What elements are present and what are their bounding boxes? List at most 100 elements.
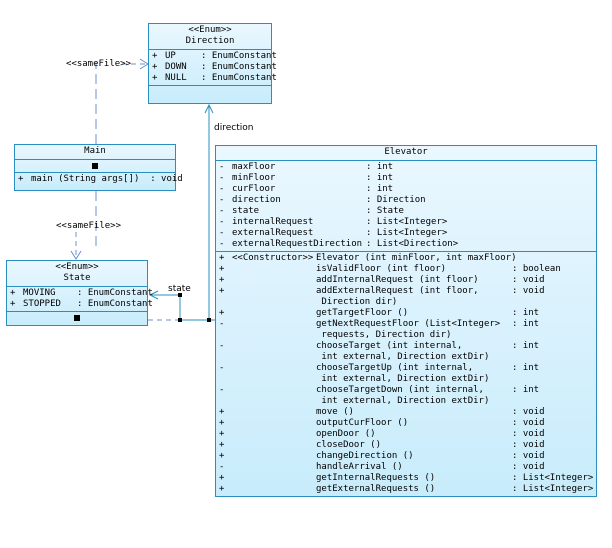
- direction-stereotype: <<Enum>>: [188, 25, 232, 35]
- visibility-marker: +: [219, 275, 225, 285]
- direction-literals: +UP: EnumConstant +DOWN: EnumConstant +N…: [149, 50, 277, 86]
- attribute-type: : int: [366, 173, 394, 183]
- attribute-type: : int: [366, 184, 394, 194]
- enum-literal: +NULL: EnumConstant: [152, 73, 277, 83]
- method-return-type: : void: [512, 451, 545, 461]
- elevator-direction-label: direction: [214, 123, 254, 133]
- anchor-handle[interactable]: [178, 318, 182, 322]
- method-row: + getExternalRequests () : List<Integer>: [216, 484, 596, 495]
- method-signature: chooseTarget (int internal,: [316, 341, 463, 351]
- visibility-marker: +: [219, 407, 225, 417]
- direction-class-box[interactable]: <<Enum>> Direction +UP: EnumConstant +DO…: [148, 23, 277, 104]
- attribute-name: state: [232, 206, 260, 216]
- method-signature: openDoor (): [316, 429, 376, 439]
- method-signature: isValidFloor (int floor): [316, 264, 447, 274]
- main-class-box[interactable]: Main +main (String args[]) : void: [14, 144, 183, 191]
- method-row: +addExternalRequest (int floor,: void Di…: [216, 286, 596, 308]
- method-return-type: : void: [512, 429, 545, 439]
- attribute-name: curFloor: [232, 184, 276, 194]
- direction-class-header: <<Enum>> Direction: [149, 24, 271, 50]
- visibility-marker: +: [219, 308, 225, 318]
- attribute-row: -maxFloor: int: [216, 162, 596, 173]
- method-signature: addInternalRequest (int floor): [316, 275, 479, 285]
- main-attributes: [15, 160, 175, 173]
- method-row: +getTargetFloor (): int: [216, 308, 596, 319]
- method-signature: chooseTargetUp (int internal,: [316, 363, 474, 373]
- main-methods: +main (String args[]) : void: [15, 173, 183, 186]
- visibility-marker: +: [219, 440, 225, 450]
- method-row: + openDoor () : void: [216, 429, 596, 440]
- visibility-marker: +: [219, 451, 225, 461]
- state-class-name: State: [63, 273, 91, 283]
- attribute-type: : List<Direction>: [366, 239, 459, 249]
- method-row: -chooseTargetDown (int internal,: int in…: [216, 385, 596, 407]
- visibility-marker: -: [219, 228, 225, 238]
- visibility-marker: +: [219, 429, 225, 439]
- visibility-marker: -: [219, 162, 225, 172]
- attribute-row: -curFloor : int: [216, 184, 596, 195]
- method-return-type: : List<Integer>: [512, 473, 594, 483]
- main-state-label: <<sameFile>>: [56, 221, 122, 231]
- method-return-type: : void: [512, 418, 545, 428]
- attribute-row: -internalRequest: List<Integer>: [216, 217, 596, 228]
- method-signature: closeDoor (): [316, 440, 382, 450]
- method-signature-cont: requests, Direction dir): [316, 330, 452, 340]
- method-row: +main (String args[]) : void: [18, 174, 183, 184]
- visibility-marker: +: [219, 418, 225, 428]
- state-class-header: <<Enum>> State: [7, 261, 147, 287]
- attribute-row: -externalRequestDirection: List<Directio…: [216, 239, 596, 250]
- method-signature: chooseTargetDown (int internal,: [316, 385, 484, 395]
- method-signature: addExternalRequest (int floor,: [316, 286, 479, 296]
- visibility-marker: +: [219, 484, 225, 494]
- visibility-marker: -: [219, 206, 225, 216]
- anchor-handle[interactable]: [178, 293, 182, 297]
- elevator-class-box[interactable]: Elevator -maxFloor: int-minFloor: int-cu…: [215, 145, 597, 497]
- attribute-name: direction: [232, 195, 281, 205]
- direction-class-name: Direction: [185, 36, 235, 46]
- method-row: +move (): void: [216, 407, 596, 418]
- visibility-marker: +: [219, 473, 225, 483]
- method-row: + outputCurFloor () : void: [216, 418, 596, 429]
- method-row: + closeDoor () : void: [216, 440, 596, 451]
- elevator-class-name: Elevator: [216, 146, 596, 161]
- attribute-row: -direction: Direction: [216, 195, 596, 206]
- method-stereotype: <<Constructor>>: [232, 253, 314, 263]
- visibility-marker: -: [219, 184, 225, 194]
- method-signature-cont: int external, Direction extDir): [316, 374, 490, 384]
- attribute-type: : int: [366, 162, 394, 172]
- attribute-row: -minFloor : int: [216, 173, 596, 184]
- method-row: -chooseTarget (int internal,: int int ex…: [216, 341, 596, 363]
- method-signature: handleArrival (): [316, 462, 403, 472]
- elevator-state-label: state: [168, 284, 191, 294]
- method-row: +addInternalRequest (int floor): void: [216, 275, 596, 286]
- method-row: +isValidFloor (int floor): boolean: [216, 264, 596, 275]
- method-return-type: : List<Integer>: [512, 484, 594, 494]
- method-signature: getTargetFloor (): [316, 308, 409, 318]
- attribute-type: : List<Integer>: [366, 217, 448, 227]
- method-signature: outputCurFloor (): [316, 418, 409, 428]
- visibility-marker: -: [219, 217, 225, 227]
- attribute-row: -externalRequest: List<Integer>: [216, 228, 596, 239]
- elevator-state-arrowhead: [148, 290, 159, 300]
- method-signature: getExternalRequests (): [316, 484, 436, 494]
- method-signature: getNextRequestFloor (List<Integer>: [316, 319, 501, 329]
- elevator-methods: +<<Constructor>>Elevator (int minFloor, …: [216, 252, 596, 496]
- state-class-box[interactable]: <<Enum>> State +MOVING: EnumConstant +ST…: [6, 260, 153, 326]
- enum-literal: +DOWN: EnumConstant: [152, 62, 277, 72]
- visibility-marker: -: [219, 173, 225, 183]
- attribute-name: externalRequest: [232, 228, 314, 238]
- direction-empty-section: [149, 86, 271, 96]
- enum-literal: +MOVING: EnumConstant: [10, 288, 153, 298]
- visibility-marker: -: [219, 462, 225, 472]
- attribute-name: minFloor: [232, 173, 276, 183]
- state-stereotype: <<Enum>>: [55, 262, 99, 272]
- enum-literal: +UP: EnumConstant: [152, 51, 277, 61]
- visibility-marker: -: [219, 239, 225, 249]
- method-return-type: : int: [512, 385, 540, 395]
- main-direction-label: <<sameFile>>: [66, 59, 132, 69]
- enum-literal: +STOPPED: EnumConstant: [10, 299, 153, 309]
- elevator-attributes: -maxFloor: int-minFloor: int-curFloor: i…: [216, 161, 596, 252]
- anchor-handle[interactable]: [207, 318, 211, 322]
- method-row: -handleArrival (): void: [216, 462, 596, 473]
- method-return-type: : void: [512, 440, 545, 450]
